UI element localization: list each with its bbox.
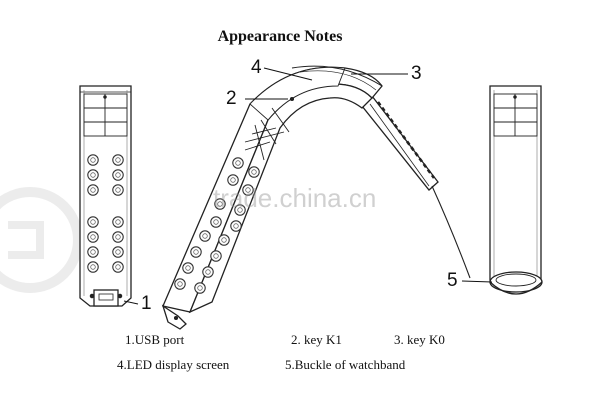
callout-leader-lines xyxy=(123,67,493,305)
callout-2: 2 xyxy=(226,88,237,109)
legend-key-k0: 3. key K0 xyxy=(394,332,445,347)
right-strap-led-screen xyxy=(493,93,538,137)
center-arched-strap xyxy=(161,65,471,330)
legend-usb-port: 1.USB port xyxy=(125,332,185,347)
callout-5: 5 xyxy=(447,270,458,291)
legend-led-display: 4.LED display screen xyxy=(117,357,230,372)
left-strap-led-screen xyxy=(83,93,128,137)
right-strap-buckle xyxy=(489,271,543,295)
callout-1: 1 xyxy=(141,293,152,314)
right-strap-side-view xyxy=(489,85,543,295)
center-strap-usb-end xyxy=(161,304,187,330)
background-logo-mark xyxy=(0,187,83,293)
diagram-title: Appearance Notes xyxy=(217,28,343,45)
center-strap-led-screen xyxy=(244,66,346,161)
legend-buckle: 5.Buckle of watchband xyxy=(285,357,406,372)
watermark-text: trade.china.cn xyxy=(213,183,377,213)
callout-4: 4 xyxy=(251,57,262,78)
left-strap-usb-port xyxy=(89,289,123,307)
left-strap-front-view xyxy=(79,85,132,307)
legend-key-k1: 2. key K1 xyxy=(291,332,342,347)
callout-3: 3 xyxy=(411,63,422,84)
